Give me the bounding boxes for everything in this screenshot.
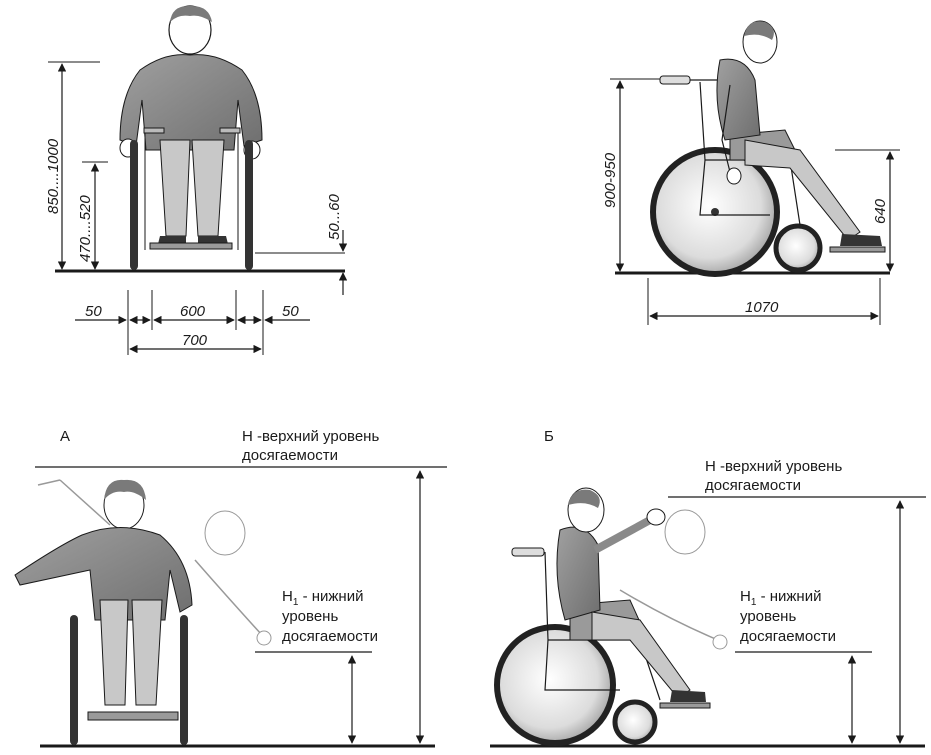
front-right-leg: [191, 139, 225, 237]
side-view-dimensions: 900-950 640 1070: [602, 78, 900, 325]
panel-b-letter: Б: [544, 428, 554, 445]
panel-a-upper-label-line2: досягаемости: [242, 447, 338, 464]
front-armrest-left: [143, 127, 165, 134]
panel-a-upper-label-line1: Н -верхний уровень: [242, 428, 379, 445]
front-left-leg: [159, 139, 191, 237]
front-hair: [170, 5, 212, 22]
front-footplate: [149, 242, 233, 250]
dim-side-right: 50: [282, 303, 299, 320]
front-right-wheel: [245, 140, 253, 270]
dim-knee-height: 640: [872, 198, 889, 224]
dim-overall-width: 700: [182, 332, 208, 349]
panel-b-lower-rest: - нижний: [756, 588, 821, 605]
front-view-dimensions: 850....1000 470....520 50...60 50 600 50…: [45, 61, 348, 355]
panel-a-letter: А: [60, 428, 70, 445]
panel-b: Б Н -верхний уровень досягаемости Н1 - н…: [490, 428, 926, 748]
panel-a-lower-h: Н: [282, 588, 293, 605]
panel-b-upper-label-line2: досягаемости: [705, 477, 801, 494]
panel-b-lower-label-line2: уровень: [740, 608, 796, 625]
front-armrest-right: [219, 127, 241, 134]
dim-side-left: 50: [85, 303, 102, 320]
dim-total-height: 850....1000: [45, 138, 62, 214]
panel-a-lower-sub: 1: [293, 597, 299, 608]
panel-a-lower-label-line2: уровень: [282, 608, 338, 625]
panel-a-lower-label-line3: досягаемости: [282, 628, 378, 645]
front-left-shoe: [158, 236, 186, 244]
panel-b-lower-h: Н: [740, 588, 751, 605]
panel-a: А Н -верхний уровень досягаемости Н1 - н…: [14, 428, 447, 748]
front-torso: [119, 54, 263, 151]
panel-b-upper-label-line1: Н -верхний уровень: [705, 458, 842, 475]
dim-seat-width: 600: [180, 303, 206, 320]
svg-text:Н1 - нижний: Н1 - нижний: [282, 588, 363, 608]
dim-seat-height: 470....520: [77, 195, 94, 262]
side-view-figure: [615, 20, 890, 277]
dim-side-height: 900-950: [602, 152, 619, 208]
panel-b-lower-sub: 1: [751, 597, 757, 608]
dim-side-length: 1070: [745, 299, 779, 316]
side-caster-wheel: [773, 223, 823, 273]
panel-b-lower-label-line3: досягаемости: [740, 628, 836, 645]
panel-a-lower-rest: - нижний: [298, 588, 363, 605]
front-view-figure: [55, 5, 345, 273]
dim-step: 50...60: [326, 193, 343, 240]
front-left-wheel: [130, 140, 138, 270]
svg-text:Н1 - нижний: Н1 - нижний: [740, 588, 821, 608]
front-right-shoe: [198, 236, 228, 244]
